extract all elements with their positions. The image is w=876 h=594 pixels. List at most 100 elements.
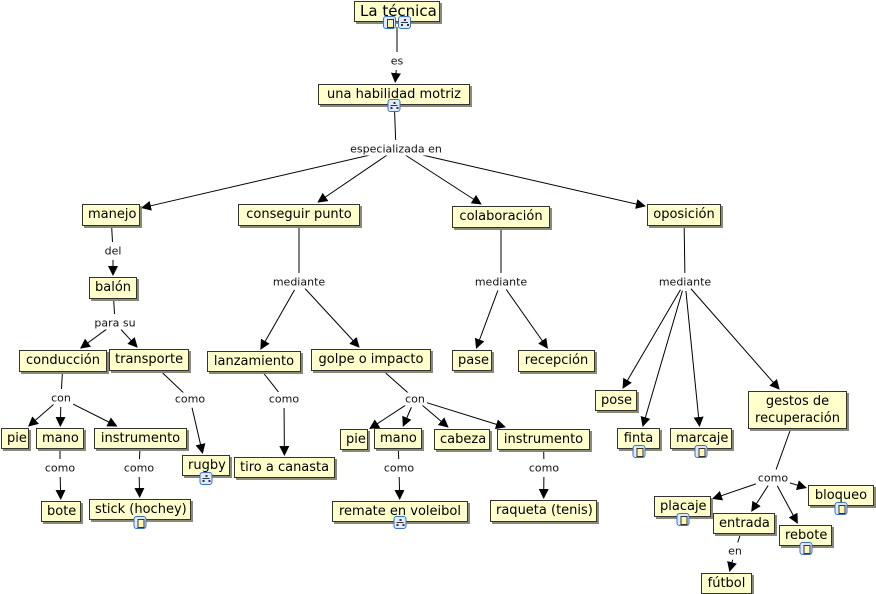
concept-conduccion[interactable]: conducción xyxy=(19,350,107,372)
concept-pie2[interactable]: pie xyxy=(340,429,368,450)
connection-line-l_esp-manejo[interactable] xyxy=(141,150,388,211)
linking-phrase-l_como_inst2[interactable]: como xyxy=(526,461,562,475)
concept-tecnica[interactable]: La técnica xyxy=(354,1,440,22)
linking-phrase-l_para[interactable]: para su xyxy=(92,316,138,330)
doc-icon[interactable] xyxy=(133,516,147,529)
doc-icon[interactable] xyxy=(694,445,708,458)
connection-line-habilidad-l_esp[interactable] xyxy=(394,109,397,141)
concept-rugby[interactable]: rugby xyxy=(182,455,230,476)
submap-icon[interactable] xyxy=(199,472,213,485)
concept-transporte[interactable]: transporte xyxy=(109,349,189,371)
connection-line-l_para-transporte[interactable] xyxy=(120,329,138,348)
doc-icon[interactable] xyxy=(676,513,689,526)
concept-label: pose xyxy=(601,393,632,408)
submap-icon[interactable] xyxy=(398,16,411,29)
connection-line-l_med_op-pose[interactable] xyxy=(622,289,681,389)
concept-futbol[interactable]: fútbol xyxy=(701,573,752,594)
concept-mano1[interactable]: mano xyxy=(36,428,84,449)
submap-icon[interactable] xyxy=(387,99,401,112)
linking-phrase-l_como_mano1[interactable]: como xyxy=(42,461,78,475)
concept-lanzamiento[interactable]: lanzamiento xyxy=(207,351,301,372)
linking-phrase-l_esp[interactable]: especializada en xyxy=(348,142,444,156)
concept-bote[interactable]: bote xyxy=(41,501,81,522)
concept-colaboracion[interactable]: colaboración xyxy=(452,206,550,228)
concept-habilidad[interactable]: una habilidad motriz xyxy=(318,84,470,105)
linking-phrase-l_con2[interactable]: con xyxy=(403,392,427,406)
connection-line-l_med_cons-lanzamiento[interactable] xyxy=(260,289,295,350)
connection-line-l_como_gestos-rebote[interactable] xyxy=(776,485,798,524)
linking-phrase-l_como_mano2[interactable]: como xyxy=(381,461,417,475)
connection-line-l_con2-instrumento2[interactable] xyxy=(423,401,506,430)
connection-line-l_med_op-marcaje[interactable] xyxy=(685,290,704,427)
concept-oposicion[interactable]: oposición xyxy=(647,204,721,226)
connection-line-l_med_col-pase[interactable] xyxy=(474,290,499,349)
linking-phrase-l_med_cons[interactable]: mediante xyxy=(270,275,328,289)
linking-phrase-l_como_gestos[interactable]: como xyxy=(755,471,791,485)
connection-line-oposicion-l_med_op[interactable] xyxy=(683,227,686,274)
linking-phrase-l_con1[interactable]: con xyxy=(49,391,73,405)
concept-pose[interactable]: pose xyxy=(595,390,637,411)
resource-icons xyxy=(799,542,812,555)
concept-recepcion[interactable]: recepción xyxy=(518,350,595,372)
concept-entrada[interactable]: entrada xyxy=(713,513,775,534)
linking-phrase-l_es[interactable]: es xyxy=(388,54,406,68)
resource-icons xyxy=(676,513,689,526)
concept-instrumento2[interactable]: instrumento xyxy=(497,429,590,450)
connection-line-gestos-l_como_gestos[interactable] xyxy=(775,430,791,470)
connection-line-l_esp-oposicion[interactable] xyxy=(404,150,646,209)
concept-balon[interactable]: balón xyxy=(89,277,137,299)
connection-line-l_como_transp-rugby[interactable] xyxy=(191,407,206,454)
concept-marcaje[interactable]: marcaje xyxy=(670,428,732,449)
connection-line-l_para-conduccion[interactable] xyxy=(79,327,109,349)
linking-phrase-l_como_inst1[interactable]: como xyxy=(121,461,157,475)
linking-phrase-l_med_col[interactable]: mediante xyxy=(472,275,530,289)
linking-phrase-l_como_transp[interactable]: como xyxy=(172,392,208,406)
connection-line-l_con1-instrumento1[interactable] xyxy=(68,401,118,427)
concept-conseguir[interactable]: conseguir punto xyxy=(238,204,360,226)
linking-phrase-l_como_lanz[interactable]: como xyxy=(266,392,302,406)
connection-line-golpe-l_con2[interactable] xyxy=(385,372,409,394)
submap-icon[interactable] xyxy=(393,516,407,529)
connection-line-l_esp-colaboracion[interactable] xyxy=(403,153,482,205)
connection-line-l_esp-conseguir[interactable] xyxy=(317,153,389,203)
connection-line-l_med_op-finta[interactable] xyxy=(640,290,683,427)
linking-phrase-l_med_op[interactable]: mediante xyxy=(656,275,714,289)
concept-raqueta[interactable]: raqueta (tenis) xyxy=(490,500,597,522)
concept-golpe[interactable]: golpe o impacto xyxy=(311,349,431,371)
concept-pase[interactable]: pase xyxy=(452,350,492,371)
connection-line-entrada-l_en[interactable] xyxy=(737,534,741,543)
concept-pie1[interactable]: pie xyxy=(1,428,29,449)
doc-icon[interactable] xyxy=(383,16,396,29)
concept-instrumento1[interactable]: instrumento xyxy=(94,428,187,449)
connection-line-l_med_cons-golpe[interactable] xyxy=(304,288,360,348)
connection-line-l_con2-pie2[interactable] xyxy=(369,403,408,430)
concept-cabeza[interactable]: cabeza xyxy=(434,429,490,450)
connection-line-conduccion-l_con1[interactable] xyxy=(60,373,63,390)
concept-label: placaje xyxy=(660,499,707,514)
concept-mano2[interactable]: mano xyxy=(374,428,422,449)
doc-icon[interactable] xyxy=(834,502,848,515)
connection-line-l_con2-cabeza[interactable] xyxy=(421,404,449,428)
connection-line-l_con1-pie1[interactable] xyxy=(28,403,55,427)
concept-tiro[interactable]: tiro a canasta xyxy=(234,457,335,478)
connection-line-l_con2-mano2[interactable] xyxy=(402,407,412,427)
doc-icon[interactable] xyxy=(632,445,645,458)
connection-line-l_es-habilidad[interactable] xyxy=(390,69,401,83)
concept-gestos[interactable]: gestos de recuperación xyxy=(748,391,847,429)
connection-line-balon-l_para[interactable] xyxy=(113,300,115,315)
connection-line-l_med_col-recepcion[interactable] xyxy=(505,289,548,349)
connection-line-l_como_mano1-bote[interactable] xyxy=(55,476,66,500)
linking-phrase-l_en[interactable]: en xyxy=(726,544,744,558)
connection-line-transporte-l_como_transp[interactable] xyxy=(162,372,184,394)
connection-line-manejo-l_del[interactable] xyxy=(111,227,114,243)
linking-phrase-l_del[interactable]: del xyxy=(102,244,124,258)
connection-line-lanzamiento-l_como_lanz[interactable] xyxy=(263,372,279,393)
connection-line-l_en-futbol[interactable] xyxy=(727,559,737,572)
concept-stick[interactable]: stick (hochey) xyxy=(89,499,191,520)
doc-icon[interactable] xyxy=(799,542,812,555)
concept-manejo[interactable]: manejo xyxy=(82,204,140,226)
connection-line-l_med_op-gestos[interactable] xyxy=(690,288,780,390)
concept-placaje[interactable]: placaje xyxy=(654,496,711,517)
connection-line-l_como_gestos-entrada[interactable] xyxy=(751,485,769,512)
